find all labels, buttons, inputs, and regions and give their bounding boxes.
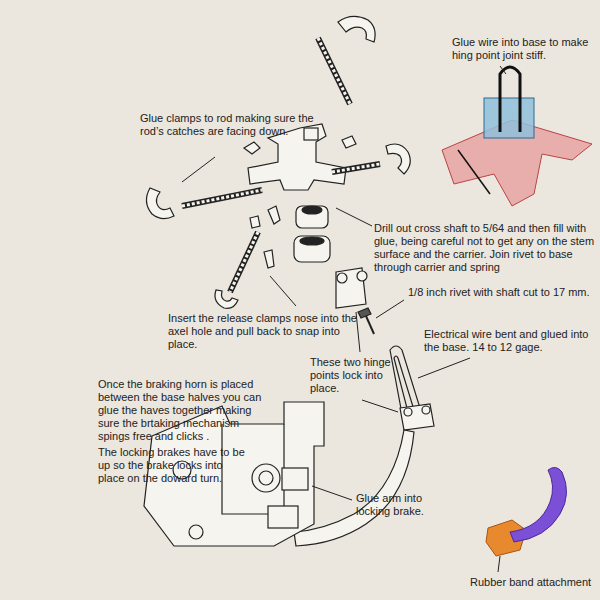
annotation-text: Rubber band attachment [470,576,595,589]
rod [332,164,380,172]
locking-brake [282,468,308,490]
purple-arm [510,467,567,542]
rod [230,232,258,292]
release-clamp [250,216,260,228]
release-clamp [268,206,280,224]
clamp [386,144,410,174]
annotation-text: Glue clamps to rod making sure the rod’s… [140,112,320,138]
stem [304,128,318,140]
release-clamp [342,136,356,148]
annotation-text: These two hinge points lock into place. [310,356,402,395]
rod-notches [332,164,380,172]
leader-line [362,400,398,412]
carrier-ear [357,271,367,281]
spring-cylinder [294,236,330,262]
cylinder-top [302,206,322,214]
cylinder-top [300,237,324,245]
annotation-text: The locking brakes have to be up so the … [98,446,248,485]
carrier [336,268,366,308]
rod-notches [182,190,262,206]
leader-line [336,208,372,226]
rod [318,38,350,104]
leader-line [182,157,215,182]
annotation-text: Insert the release clamps nose into the … [168,312,368,351]
leader-line [270,276,296,306]
annotation-text: Glue arm into locking brake. [356,492,446,518]
rubber-band-inset [486,467,567,556]
hinge-inset [442,67,592,206]
rod-notches [230,232,258,292]
annotation-text: 1/8 inch rivet with shaft cut to 17 mm. [408,286,594,299]
rivet-shaft [366,316,374,334]
braking-horn [252,464,280,492]
base-seam [222,424,284,514]
clamp [146,188,174,219]
leader-line [418,358,470,378]
wire [500,67,520,132]
locking-brake [268,506,298,528]
release-clamp [264,250,274,268]
pin [458,150,490,194]
release-clamp [244,142,260,154]
hinge-point [422,406,430,414]
rod-notches [318,38,350,104]
rivet-head [358,308,371,318]
clamp [215,290,238,308]
blue-block [484,98,534,138]
rod [182,190,262,206]
hinge [400,404,434,430]
clamp [338,16,375,42]
hinge-point [404,408,412,416]
leader-line [376,300,404,318]
base-hole [189,525,203,539]
annotation-text: Glue wire into base to make hing point j… [452,36,597,62]
braking-horn-hub [259,471,273,485]
spring-cylinder [296,206,328,228]
annotation-text: Electrical wire bent and glued into the … [424,328,590,354]
leader-line [312,486,352,500]
leader-line [498,556,500,572]
wire-loop [390,346,420,414]
carrier-ear [337,273,347,283]
annotation-text: Once the braking horn is placed between … [98,378,270,443]
leader-line [500,66,506,74]
annotation-text: Drill out cross shaft to 5/64 and then f… [374,222,596,274]
